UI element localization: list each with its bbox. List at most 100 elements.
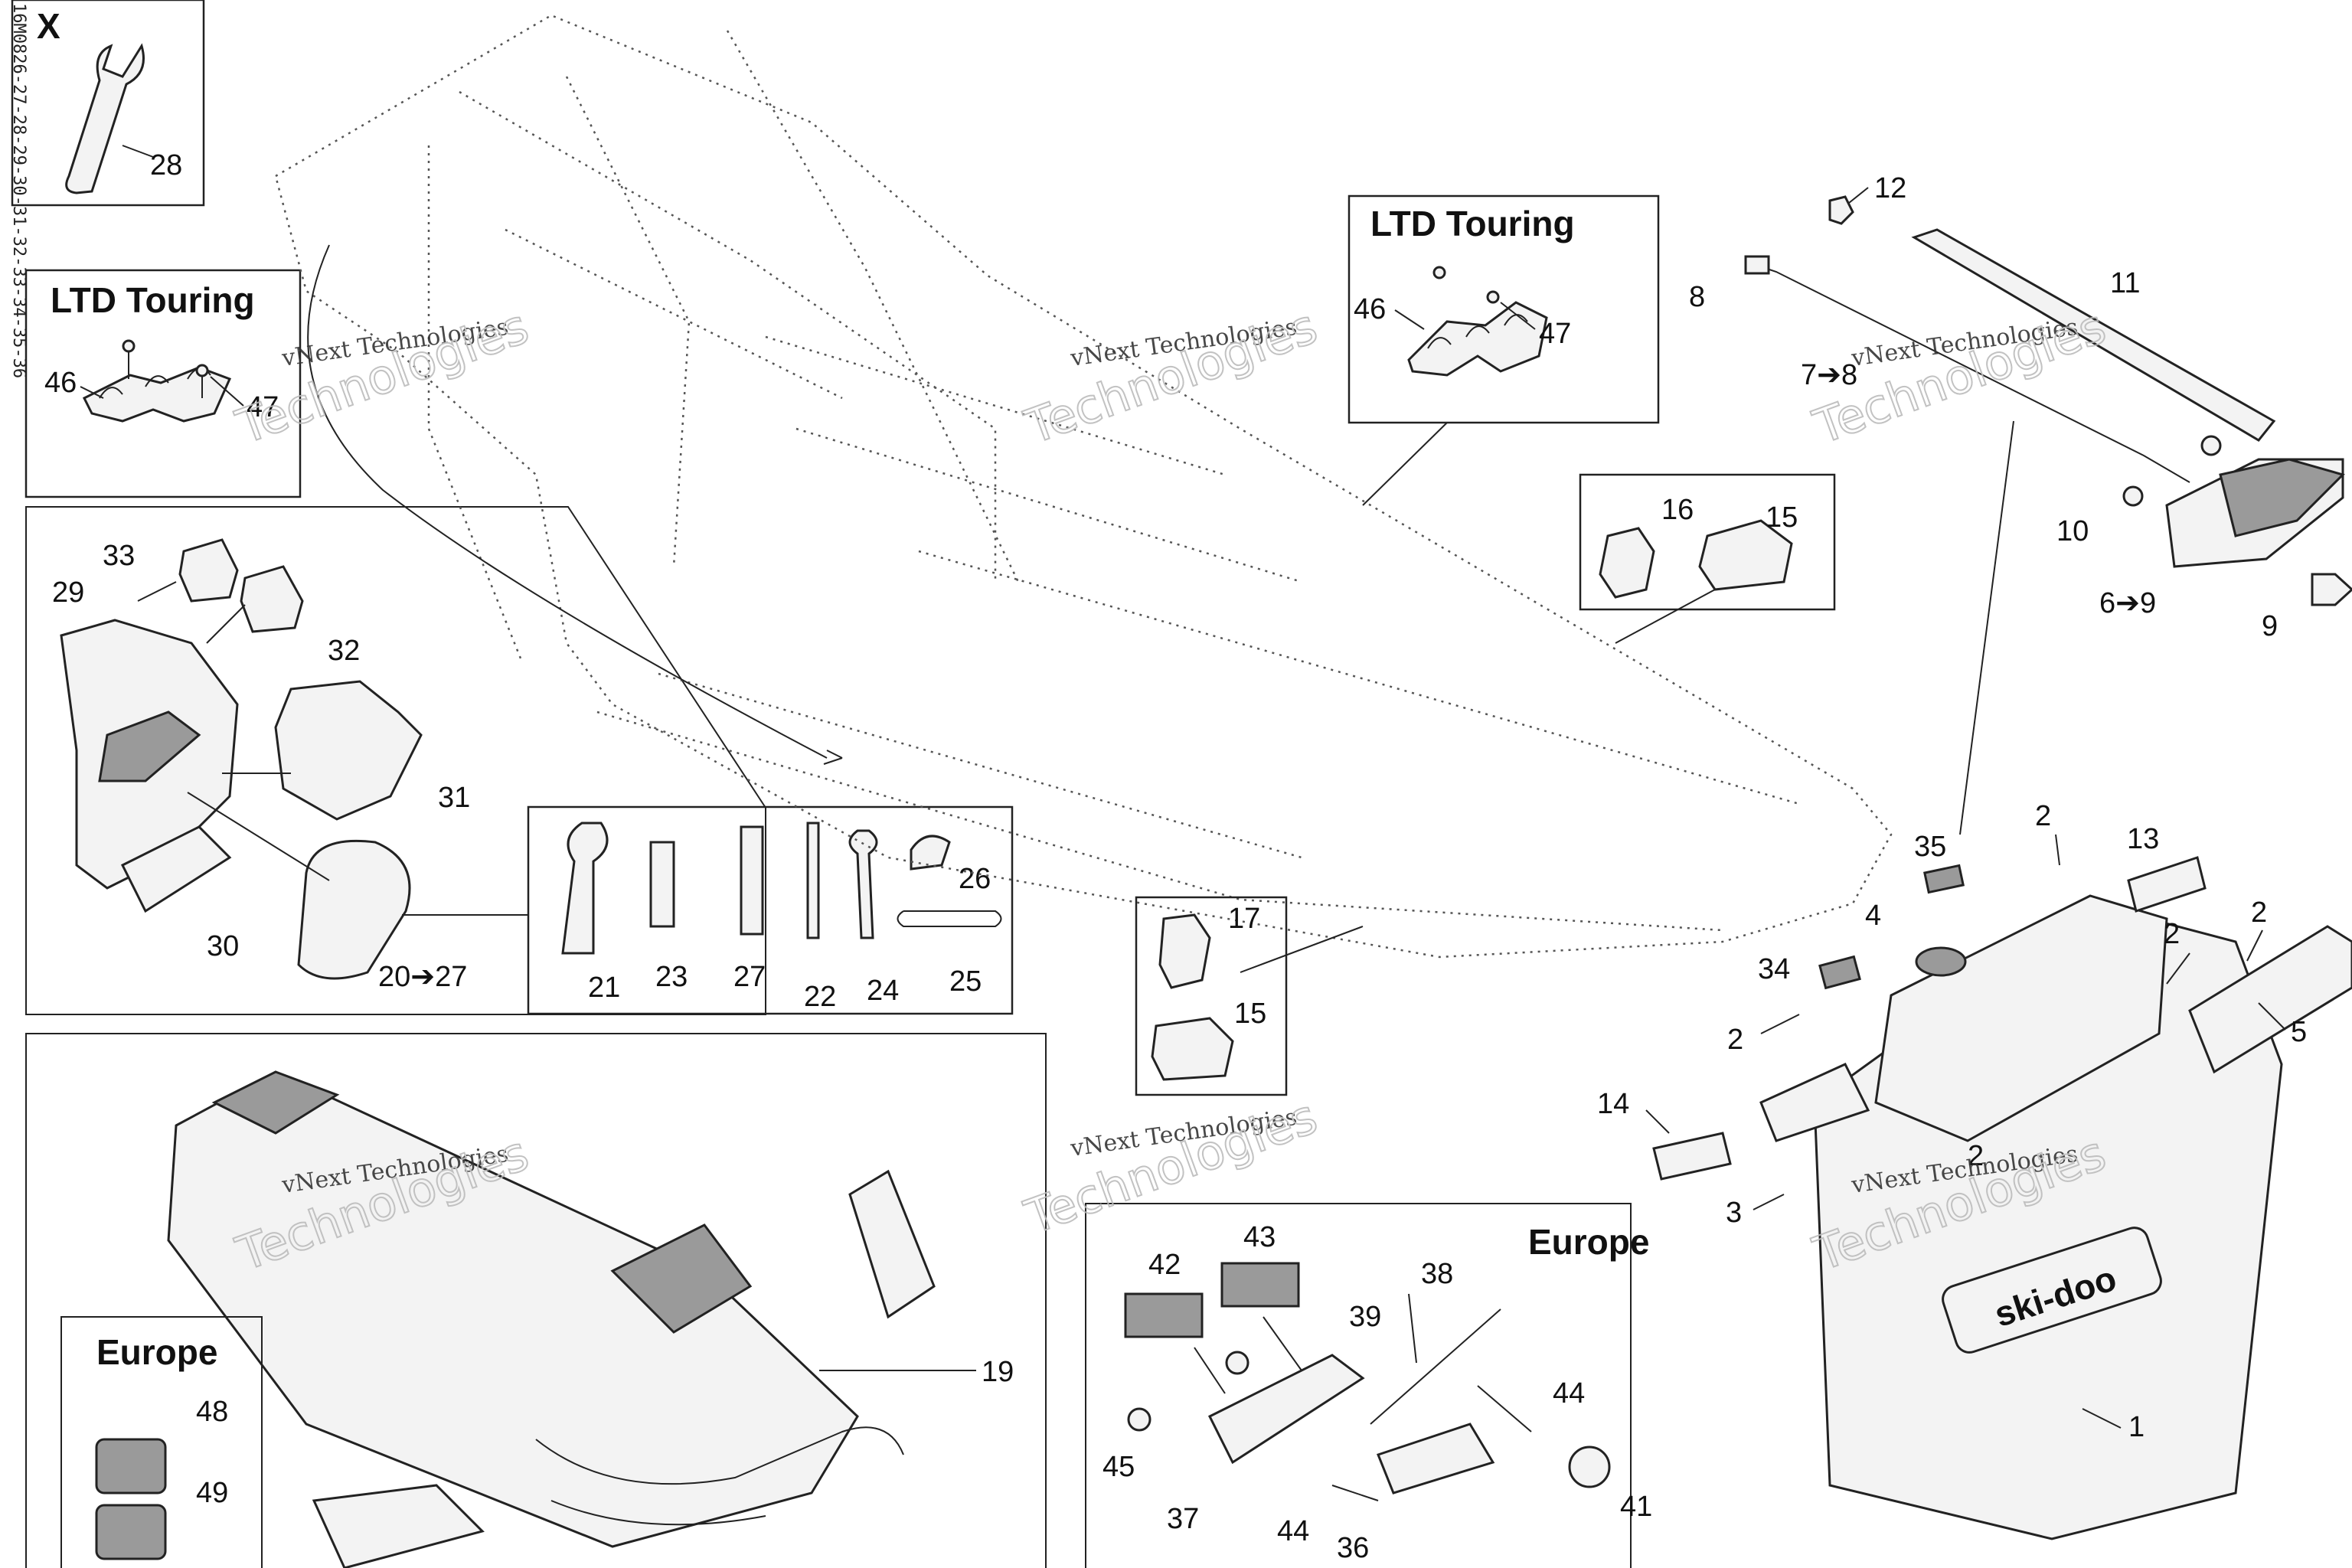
callout-7-8: 7➔8 bbox=[1801, 359, 1857, 391]
reflector-49 bbox=[95, 1504, 167, 1560]
callout-33: 33 bbox=[103, 540, 135, 572]
callout-48: 48 bbox=[196, 1396, 228, 1428]
callout-2-b: 2 bbox=[2164, 918, 2180, 950]
callout-2-c: 2 bbox=[2251, 897, 2267, 929]
tool-27 bbox=[740, 825, 764, 936]
storage-box-group: 33 29 32 31 30 20➔27 bbox=[25, 506, 766, 1015]
callout-35: 35 bbox=[1914, 831, 1946, 863]
callout-2-d: 2 bbox=[1727, 1024, 1743, 1056]
callout-11: 11 bbox=[2110, 267, 2140, 299]
cover-32 bbox=[240, 565, 304, 633]
cover-33 bbox=[178, 538, 239, 603]
tool-25 bbox=[897, 910, 1002, 927]
tool-21 bbox=[561, 822, 609, 955]
ltd-touring-box-left: LTD Touring 46 47 bbox=[24, 269, 302, 498]
decal-13 bbox=[2127, 856, 2207, 913]
callout-29: 29 bbox=[52, 577, 84, 609]
callout-34: 34 bbox=[1758, 953, 1790, 985]
bolt-44-a bbox=[1477, 1385, 1532, 1432]
callout-31: 31 bbox=[438, 782, 470, 814]
bracket-36 bbox=[1377, 1423, 1495, 1494]
callout-42: 42 bbox=[1148, 1249, 1181, 1281]
chassis-frame bbox=[274, 14, 1893, 959]
x-box-title: X bbox=[37, 6, 60, 46]
rear-flap-group: ski-doo 1 2 2 2 2 2 3 4 5 13 14 34 35 bbox=[1597, 800, 2352, 1540]
callout-26: 26 bbox=[959, 863, 991, 895]
callout-8: 8 bbox=[1689, 281, 1705, 313]
grommet-10 bbox=[2122, 485, 2144, 507]
europe-title-center: Europe bbox=[1528, 1222, 1649, 1262]
callout-22: 22 bbox=[804, 981, 836, 1013]
europe-box-left: Europe 48 49 bbox=[60, 1316, 263, 1568]
reflector-48 bbox=[95, 1438, 167, 1494]
callout-36: 36 bbox=[1337, 1532, 1369, 1564]
bumper-end bbox=[1759, 1063, 1870, 1142]
callout-2-a: 2 bbox=[2035, 800, 2051, 832]
rack-bracket-right bbox=[1407, 301, 1548, 377]
bulb-9 bbox=[2311, 573, 2352, 606]
callout-32: 32 bbox=[328, 635, 360, 667]
rear-bumper bbox=[1874, 894, 2168, 1142]
callout-6-9: 6➔9 bbox=[2099, 587, 2156, 619]
callout-23: 23 bbox=[655, 961, 688, 993]
callout-10: 10 bbox=[2056, 515, 2089, 547]
callout-16: 16 bbox=[1661, 494, 1694, 526]
callout-19: 19 bbox=[982, 1356, 1014, 1388]
bumper-15-top bbox=[1698, 519, 1793, 591]
bumper-15-bottom bbox=[1151, 1017, 1234, 1081]
callout-4: 4 bbox=[1865, 900, 1881, 932]
callout-41: 41 bbox=[1620, 1491, 1652, 1523]
callout-14: 14 bbox=[1597, 1088, 1629, 1120]
callout-43: 43 bbox=[1243, 1221, 1276, 1253]
bumper-box-15-17: 17 15 bbox=[1135, 896, 1364, 1096]
tool-24 bbox=[848, 829, 878, 939]
watermark-outline-1: Technologies bbox=[229, 298, 535, 455]
sled-box: 19 bbox=[25, 1033, 1047, 1568]
windshield-decal-19 bbox=[848, 1169, 936, 1319]
callout-20-27: 20➔27 bbox=[378, 961, 467, 993]
tool-kit-box: 21 23 27 22 24 25 26 bbox=[527, 805, 1014, 1015]
ltd-touring-title-left: LTD Touring bbox=[51, 280, 255, 320]
ski-doo-logo-plate bbox=[1942, 1227, 2162, 1354]
label-34 bbox=[1818, 955, 1861, 990]
connector-8 bbox=[1744, 255, 1770, 275]
europe-title-left: Europe bbox=[96, 1332, 217, 1372]
callout-47-right: 47 bbox=[1539, 318, 1571, 350]
tool-bag-20-27 bbox=[297, 839, 411, 980]
decal-bottom bbox=[312, 1484, 485, 1568]
tail-light-group: 12 11 8 7➔8 10 6➔9 9 bbox=[1689, 172, 2352, 835]
watermark-outline-2: Technologies bbox=[1018, 298, 1324, 455]
label-43 bbox=[1220, 1262, 1300, 1308]
ltd-touring-box-right: LTD Touring 46 47 bbox=[1348, 194, 1660, 424]
bolt-44-b bbox=[1331, 1485, 1379, 1501]
callout-15-bottom: 15 bbox=[1234, 998, 1266, 1030]
callout-46-right: 46 bbox=[1354, 293, 1386, 325]
cap-41 bbox=[1568, 1446, 1611, 1488]
snowmobile-body bbox=[167, 1070, 859, 1548]
callout-30: 30 bbox=[207, 930, 239, 962]
callout-12: 12 bbox=[1874, 172, 1906, 204]
callout-2-e: 2 bbox=[1968, 1140, 1984, 1172]
strap-30 bbox=[120, 825, 232, 913]
bumper-16 bbox=[1599, 527, 1655, 599]
callout-46-left: 46 bbox=[44, 367, 77, 399]
callout-17: 17 bbox=[1228, 903, 1260, 935]
callout-28: 28 bbox=[150, 149, 182, 181]
callout-24: 24 bbox=[867, 975, 899, 1007]
callout-9: 9 bbox=[2262, 610, 2278, 642]
grommet-a bbox=[2200, 435, 2222, 456]
tool-22 bbox=[806, 822, 820, 939]
rod-38 bbox=[1370, 1308, 1501, 1425]
bracket-37 bbox=[1207, 1354, 1365, 1465]
bumper-17 bbox=[1158, 913, 1211, 989]
tool-26 bbox=[910, 835, 951, 871]
ltd-touring-title-right: LTD Touring bbox=[1370, 204, 1575, 243]
nut-45 bbox=[1127, 1407, 1152, 1432]
callout-38: 38 bbox=[1421, 1258, 1453, 1290]
callout-25: 25 bbox=[949, 965, 982, 998]
clip-12 bbox=[1828, 195, 1854, 225]
spanner-wrench-28 bbox=[65, 43, 145, 194]
nut-b bbox=[1225, 1351, 1250, 1375]
label-35 bbox=[1923, 864, 1965, 894]
